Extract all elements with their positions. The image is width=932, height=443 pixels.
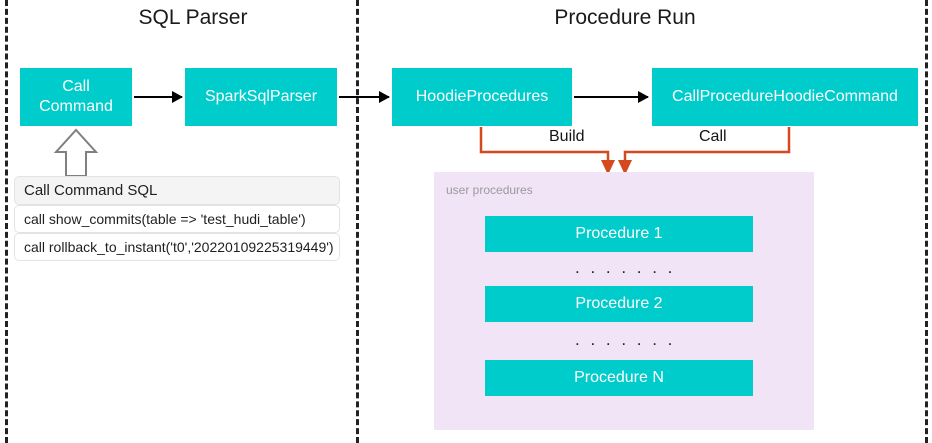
node-call-procedure-hoodie-command[interactable]: CallProcedureHoodieCommand [652,68,918,126]
edge-label-call: Call [695,128,731,146]
procedure-box-2-label: Procedure 2 [575,295,663,312]
divider-middle [356,0,359,443]
user-procedures-label: user procedures [446,183,533,197]
node-hoodie-procedures-label: HoodieProcedures [415,88,549,105]
divider-right [925,0,928,443]
edge-label-build: Build [545,128,589,146]
section-title-sql-parser: SQL Parser [138,6,248,29]
sql-table-row-1[interactable]: call rollback_to_instant('t0','202201092… [14,233,340,261]
section-title-procedure-run: Procedure Run [554,6,696,29]
node-call-procedure-hoodie-command-label: CallProcedureHoodieCommand [672,88,898,105]
node-hoodie-procedures[interactable]: HoodieProcedures [392,68,572,126]
hollow-up-arrow-icon [53,128,99,177]
procedure-separator-1: . . . . . . . [575,258,676,277]
arrow-call-command-to-spark-sql-parser [134,91,183,103]
sql-table-row-0[interactable]: call show_commits(table => 'test_hudi_ta… [14,205,340,233]
divider-left [5,0,8,443]
procedure-separator-2: . . . . . . . [575,330,676,349]
node-call-command-line2: Command [39,98,113,115]
node-spark-sql-parser[interactable]: SparkSqlParser [185,68,337,126]
node-call-command[interactable]: Call Command [20,68,132,126]
procedure-box-1-label: Procedure 1 [575,225,663,242]
procedure-box-1[interactable]: Procedure 1 [485,216,753,252]
node-spark-sql-parser-label: SparkSqlParser [204,88,318,105]
sql-table-header: Call Command SQL [14,176,340,205]
procedure-box-2[interactable]: Procedure 2 [485,286,753,322]
sql-table: Call Command SQL call show_commits(table… [14,176,340,261]
procedure-box-n-label: Procedure N [574,369,664,386]
node-call-command-line1: Call [62,78,90,95]
procedure-box-n[interactable]: Procedure N [485,360,753,396]
arrow-hoodie-procedures-to-call-procedure-hoodie-command [574,91,649,103]
arrow-spark-sql-parser-to-hoodie-procedures [339,91,390,103]
